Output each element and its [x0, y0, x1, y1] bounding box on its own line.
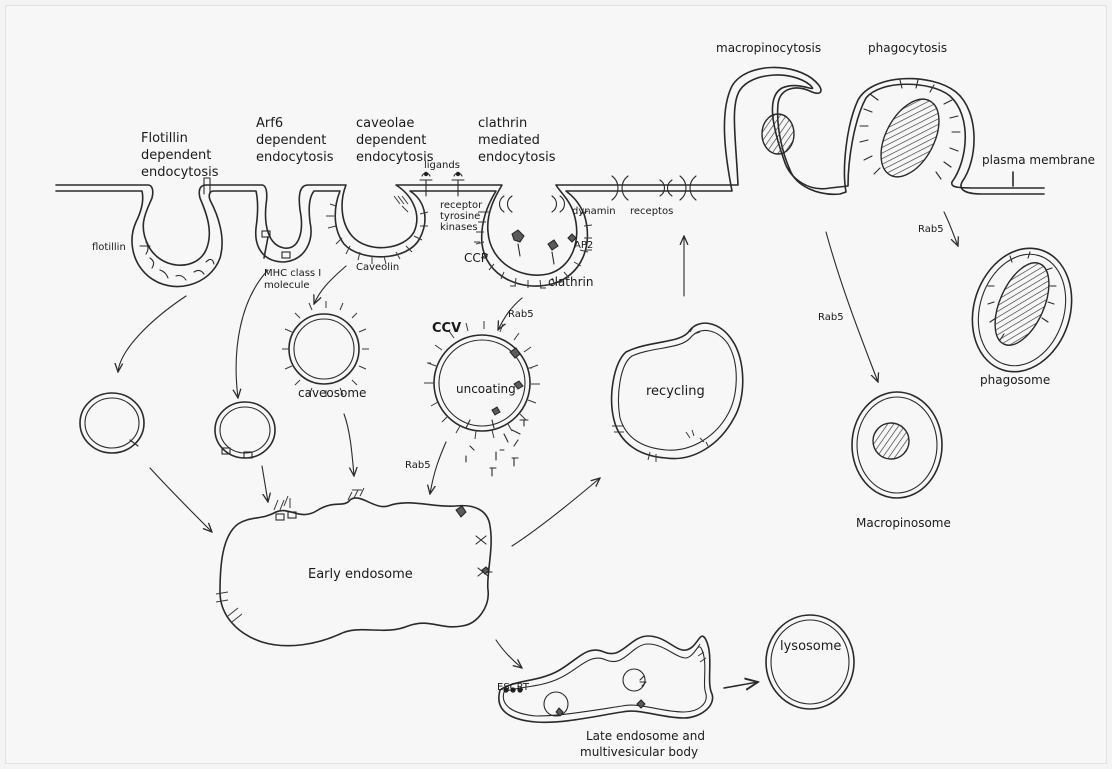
ccv-vesicle [424, 321, 540, 439]
rab5-label-macropinosome: Rab5 [818, 312, 844, 323]
arf6-title-line2: dependent [256, 133, 326, 148]
dynamin-ring [500, 196, 565, 212]
escrt-label: ESCRT [497, 682, 530, 693]
macropinocytosis-cargo [762, 114, 794, 154]
arrow-ee-to-late-endosome [496, 640, 522, 668]
ap2-label: AP2 [574, 240, 593, 251]
mhc-label-line2: molecule [264, 280, 310, 291]
macropinosome-label: Macropinosome [856, 516, 951, 530]
arrow-arf6-vesicle-to-ee [262, 466, 268, 502]
flotillin-vesicle [80, 393, 144, 453]
macropinocytosis-title: macropinocytosis [716, 41, 821, 55]
arf6-title-line3: endocytosis [256, 150, 334, 165]
phagocytosis-title: phagocytosis [868, 41, 947, 55]
flotillin-coat [140, 242, 214, 280]
arrow-ccv-to-ee [430, 442, 446, 494]
ligands-label: ligands [424, 160, 460, 171]
clathrin-title-line1: clathrin [478, 116, 527, 131]
receptos-label: receptos [630, 206, 673, 217]
phagosome [957, 235, 1087, 384]
flotillin-title-line3: endocytosis [141, 165, 219, 180]
arrow-caveosome-to-ee [344, 414, 354, 476]
recycling-label: recycling [646, 384, 705, 399]
late-endosome-label-line1: Late endosome and [586, 729, 705, 743]
rtk-label-line1: receptor [440, 200, 483, 211]
lysosome-label: lysosome [780, 639, 841, 654]
clathrin-title-line3: endocytosis [478, 150, 556, 165]
pathway-arrows [118, 212, 958, 688]
caveolae-title-line1: caveolae [356, 116, 414, 131]
plasma-membrane-label: plasma membrane [982, 153, 1095, 167]
structure-labels: plasma membrane ligands receptor tyrosin… [92, 153, 1095, 759]
arrow-phagocytosis-to-phagosome [944, 212, 958, 246]
rab5-label-ee: Rab5 [405, 460, 431, 471]
ccp-label: CCP [464, 251, 488, 265]
caveolae-title-line2: dependent [356, 133, 426, 148]
flotillin-title-line2: dependent [141, 148, 211, 163]
arrow-flotillin-vesicle-to-ee [150, 468, 212, 532]
flotillin-protein-label: flotillin [92, 242, 126, 253]
ccv-label: CCV [432, 321, 461, 336]
arrow-late-endosome-to-lysosome [724, 682, 758, 688]
late-endosome-label-line2: multivesicular body [580, 745, 698, 759]
late-endosome-mvb [499, 636, 713, 722]
caveosome-label: caveosome [298, 386, 366, 400]
pathway-titles: Flotillin dependent endocytosis Arf6 dep… [141, 41, 947, 180]
ccp-cargo [512, 230, 576, 264]
flotillin-title-line1: Flotillin [141, 131, 188, 146]
rtk-label-line2: tyrosine [440, 211, 480, 222]
arf6-vesicle [215, 402, 275, 458]
rtk-label-line3: kinases [440, 222, 478, 233]
arrow-ee-to-recycling [512, 478, 600, 546]
arrow-macropinocytosis-to-macropinosome [826, 232, 878, 382]
phagocytosis-cargo [860, 80, 960, 186]
arf6-title-line1: Arf6 [256, 116, 283, 131]
clathrin-title-line2: mediated [478, 133, 540, 148]
phagosome-label: phagosome [980, 373, 1050, 387]
uncoating-label: uncoating [456, 382, 516, 396]
rab5-label-phagosome: Rab5 [918, 224, 944, 235]
clathrin-protein-label: clathrin [548, 275, 593, 289]
dynamin-label: dynamin [572, 206, 616, 217]
macropinosome [852, 392, 942, 498]
caveosome [282, 301, 369, 397]
caveolae-title-line3: endocytosis [356, 150, 434, 165]
rab5-label-ccv: Rab5 [508, 309, 534, 320]
arrow-flotillin-to-vesicle [118, 296, 186, 372]
early-endosome-label: Early endosome [308, 567, 413, 582]
lysosome [766, 615, 854, 709]
caveolin-label: Caveolin [356, 262, 399, 273]
mhc-label-line1: MHC class I [264, 268, 321, 279]
